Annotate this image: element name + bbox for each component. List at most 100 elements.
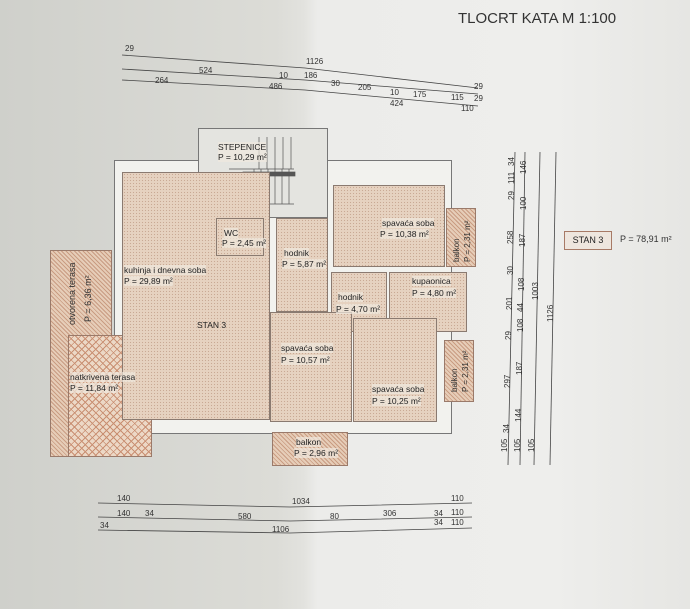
- dim-right: 100: [519, 196, 528, 210]
- unit-legend-area: P = 78,91 m²: [620, 234, 672, 244]
- balcony3-name: balkon: [296, 437, 322, 447]
- bedroom1-area: P = 10,38 m²: [380, 229, 429, 239]
- unit-legend-label: STAN 3: [572, 235, 604, 245]
- bedroom3-area: P = 10,25 m²: [372, 396, 421, 406]
- dim-line-bottom-1: [97, 502, 473, 508]
- kitchen-area: P = 29,89 m²: [124, 276, 173, 286]
- apartment-label: STAN 3: [197, 320, 227, 330]
- dim-bottom: 34: [145, 509, 154, 518]
- dim-top: 29: [125, 44, 134, 53]
- dim-right: 29: [507, 191, 516, 200]
- dim-line-bottom-2: [97, 516, 473, 522]
- dim-bottom: 110: [451, 494, 464, 503]
- bedroom1-name: spavaća soba: [382, 218, 435, 228]
- balcony2-name: balkon: [450, 368, 459, 392]
- dim-right: 108: [516, 318, 525, 332]
- dim-top: 486: [269, 82, 283, 91]
- dim-right: 201: [505, 296, 514, 310]
- bedroom-2: [270, 312, 352, 422]
- dim-bottom: 1034: [292, 497, 310, 506]
- bedroom2-name: spavaća soba: [281, 343, 334, 353]
- open-terrace-name: otvorena terasa: [67, 262, 77, 325]
- drawing-title: TLOCRT KATA M 1:100: [458, 10, 617, 27]
- wc-area: P = 2,45 m²: [222, 238, 267, 248]
- hall2-area: P = 4,70 m²: [336, 304, 381, 314]
- dim-top: 10: [390, 88, 399, 97]
- dim-right: 111: [507, 171, 516, 184]
- dim-right: 105: [527, 438, 536, 452]
- dim-top: 175: [413, 90, 427, 99]
- dim-top: 29: [474, 94, 483, 103]
- dim-line-right-1: [507, 151, 516, 466]
- dim-bottom: 1106: [272, 525, 290, 534]
- stairs-name: STEPENICE: [218, 142, 267, 152]
- bedroom-3: [353, 318, 437, 422]
- dim-right: 187: [515, 361, 524, 375]
- bedroom3-name: spavaća soba: [372, 384, 425, 394]
- dim-bottom: 580: [238, 512, 252, 521]
- dim-top: 424: [390, 99, 404, 108]
- dim-top: 10: [279, 71, 288, 80]
- dim-line-right-3: [533, 151, 541, 466]
- balcony-1: [446, 208, 476, 267]
- dim-right: 30: [506, 266, 515, 275]
- covered-terrace-area: P = 11,84 m²: [70, 383, 119, 393]
- dim-line-bottom-3: [97, 527, 473, 534]
- dim-line-top-2: [121, 68, 479, 95]
- balcony-2: [444, 340, 474, 402]
- dim-bottom: 140: [117, 509, 131, 518]
- dim-bottom: 110: [451, 518, 464, 527]
- bathroom-name: kupaonica: [412, 276, 451, 286]
- dim-right: 1003: [531, 282, 540, 300]
- dim-right: 105: [500, 438, 509, 452]
- dim-right: 297: [503, 374, 512, 388]
- dim-top: 29: [474, 82, 483, 91]
- kitchen-living-room: [122, 172, 270, 420]
- hall1-name: hodnik: [284, 248, 310, 258]
- dim-right: 34: [502, 424, 511, 433]
- dim-bottom: 306: [383, 509, 397, 518]
- dim-right: 34: [507, 157, 516, 166]
- dim-bottom: 34: [100, 521, 109, 530]
- dim-top: 110: [461, 104, 474, 113]
- balcony2-area: P = 2,31 m²: [461, 350, 470, 392]
- balcony3-area: P = 2,96 m²: [294, 448, 339, 458]
- dim-top: 115: [451, 93, 464, 102]
- stairs-area: P = 10,29 m²: [218, 152, 267, 162]
- wc-name: WC: [224, 228, 239, 238]
- dim-right: 105: [513, 438, 522, 452]
- dim-line-right-2: [519, 151, 526, 466]
- dim-bottom: 140: [117, 494, 131, 503]
- dim-right: 146: [519, 160, 528, 174]
- balcony1-name: balkon: [452, 238, 461, 262]
- dim-right: 44: [516, 303, 525, 312]
- dim-right: 187: [518, 233, 527, 247]
- dim-line-right-4: [549, 151, 557, 466]
- dim-right: 144: [514, 408, 523, 422]
- covered-terrace-name: natkrivena terasa: [70, 372, 136, 382]
- dim-top: 205: [358, 83, 372, 92]
- dim-bottom: 34: [434, 518, 443, 527]
- hall1-area: P = 5,87 m²: [282, 259, 327, 269]
- kitchen-name: kuhinja i dnevna soba: [124, 265, 207, 275]
- dim-right: 29: [504, 331, 513, 340]
- dim-top: 264: [155, 76, 169, 85]
- dim-right: 108: [517, 277, 526, 291]
- dim-top: 30: [331, 79, 340, 88]
- dim-bottom: 80: [330, 512, 339, 521]
- unit-legend-box: STAN 3: [564, 231, 612, 250]
- dim-right: 1126: [546, 304, 555, 322]
- balcony1-area: P = 2,31 m²: [463, 220, 472, 262]
- bathroom-area: P = 4,80 m²: [412, 288, 457, 298]
- dim-bottom: 34: [434, 509, 443, 518]
- dim-line-top-3: [121, 79, 479, 107]
- wc-room: [216, 218, 264, 256]
- open-terrace-area: P = 6,36 m²: [83, 275, 93, 322]
- hall2-name: hodnik: [338, 292, 364, 302]
- dim-top: 524: [199, 66, 213, 75]
- dim-top: 1126: [306, 57, 324, 66]
- dim-top: 186: [304, 71, 318, 80]
- dim-bottom: 110: [451, 508, 464, 517]
- dim-right: 258: [506, 230, 515, 244]
